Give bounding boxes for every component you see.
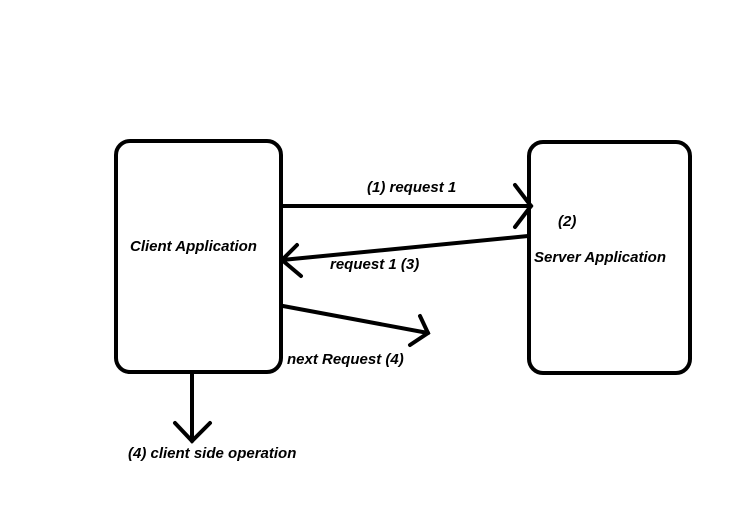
client-application-box [114,139,283,374]
request-1-label: (1) request 1 [367,179,456,196]
next-request-label: next Request (4) [287,351,404,368]
response-arrow-shaft [280,234,530,262]
request-arrow [281,183,534,229]
server-application-label: Server Application [534,249,666,266]
next-request-arrow [281,304,431,347]
next-request-arrow-shaft [281,304,430,335]
client-operation-label: (4) client side operation [128,445,296,462]
response-arrow [279,234,530,278]
client-application-label: Client Application [130,238,257,255]
next-request-arrow-head [408,314,431,347]
server-application-box [527,140,692,375]
request-arrow-head [513,183,534,229]
response-label: request 1 (3) [330,256,419,273]
server-step-label: (2) [558,213,576,230]
client-operation-arrow [173,371,212,444]
client-operation-arrow-head [173,421,212,444]
response-arrow-head [279,243,303,278]
